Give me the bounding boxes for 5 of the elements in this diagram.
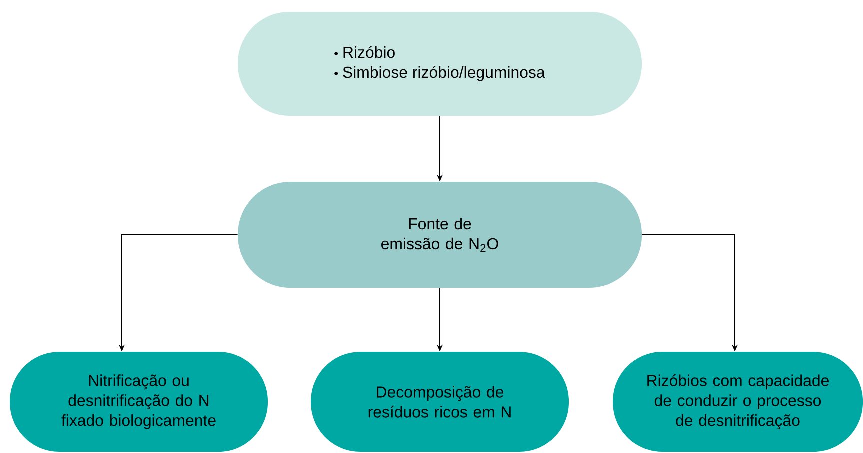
process-box: Rizóbios com capacidade de conduzir o processo de desnitrificação	[613, 352, 863, 452]
list-box: Rizóbio Simbiose rizóbio/leguminosa	[238, 12, 642, 116]
process-box: Decomposição de resíduos ricos em N	[311, 352, 569, 452]
process-box: Nitrificação ou desnitrificação do N fixado biologicamente	[10, 352, 268, 452]
source-box: Fonte de emissão de N$_{2}$O	[238, 182, 642, 288]
